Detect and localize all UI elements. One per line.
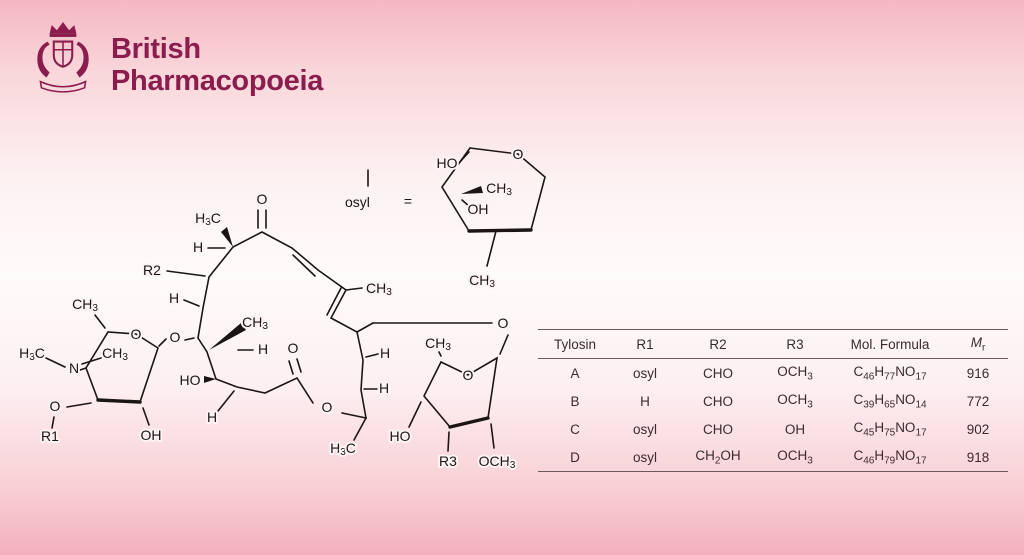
mycinose-ho-label: HO — [390, 428, 411, 444]
r1-oxygen-label: O — [50, 398, 61, 414]
cell-tylosin: B — [570, 393, 580, 409]
h-label-top: H — [193, 239, 203, 255]
brand-line2: Pharmacopoeia — [111, 65, 324, 97]
tylosin-structure-diagram: osyl = O HO CH3 OH CH3 O H3C H — [17, 144, 546, 473]
mycinose-och3-label: OCH3 — [479, 453, 516, 471]
h-label-center: H — [258, 341, 268, 357]
cell-formula: C46H77NO17 — [853, 363, 927, 383]
cell-r3: OCH3 — [777, 363, 813, 383]
osyl-ch3-label: CH3 — [486, 180, 512, 198]
cell-r3: OH — [784, 421, 806, 437]
ethyl-h3c-label: H3C — [330, 440, 356, 458]
table-row-tylosin-d: D osyl CH2OH OCH3 C46H79NO17 918 — [538, 443, 1008, 471]
osyl-ch3-bottom-label: CH3 — [469, 272, 495, 290]
osyl-label: osyl — [345, 194, 370, 210]
column-header-r3: R3 — [786, 336, 804, 352]
osyl-ho-label: HO — [437, 155, 458, 171]
cell-formula: C45H75NO17 — [853, 419, 927, 439]
brand-line1: British — [111, 33, 201, 65]
brand-wordmark: British Pharmacopoeia — [111, 33, 323, 97]
aminosugar-ch3-label: CH3 — [72, 296, 98, 314]
column-header-formula: Mol. Formula — [850, 336, 930, 352]
tylosin-variants-table: Tylosin R1 R2 R3 Mol. Formula Mr A osyl … — [538, 329, 1008, 472]
table-header-row: Tylosin R1 R2 R3 Mol. Formula Mr — [538, 330, 1008, 359]
cell-mr: 916 — [966, 365, 990, 381]
column-header-r1: R1 — [636, 336, 654, 352]
cell-r2: CHO — [703, 421, 733, 437]
osyl-ring-oxygen-label: O — [513, 146, 524, 162]
royal-coat-of-arms-logo — [37, 22, 89, 93]
ester-oxygen-label: O — [288, 340, 299, 356]
h-label-right-upper: H — [380, 345, 390, 361]
brand-header: British Pharmacopoeia — [30, 20, 323, 97]
cell-tylosin: A — [570, 365, 580, 381]
column-header-mr: Mr — [970, 334, 986, 354]
cell-tylosin: D — [570, 449, 580, 465]
cell-mr: 772 — [966, 393, 990, 409]
table-row-tylosin-a: A osyl CHO OCH3 C46H77NO17 916 — [538, 359, 1008, 387]
ketone-oxygen-label: O — [257, 191, 268, 207]
cell-r1: H — [640, 393, 650, 409]
ch3-label-center: CH3 — [242, 314, 268, 332]
equals-sign: = — [404, 193, 412, 209]
cell-mr: 902 — [966, 421, 990, 437]
lactone-oxygen-label: O — [322, 399, 333, 415]
h3c-label-top: H3C — [195, 210, 221, 228]
cell-r2: CH2OH — [695, 447, 741, 467]
aminosugar-oh-label: OH — [141, 427, 162, 443]
mycinose-ring-oxygen-label: O — [463, 367, 474, 383]
table-row-tylosin-b: B H CHO OCH3 C39H65NO14 772 — [538, 387, 1008, 415]
osyl-definition: osyl = O HO CH3 OH CH3 — [343, 144, 546, 292]
h-label-left: H — [169, 290, 179, 306]
nitrogen-label: N — [69, 360, 79, 376]
mycinose-sugar: O CH3 HO R3 OCH3 — [388, 333, 518, 473]
chain-oxygen-label: O — [498, 315, 509, 331]
cell-tylosin: C — [570, 421, 580, 437]
cell-r1: osyl — [632, 449, 657, 465]
macrolide-ring: O H3C H R2 H O CH3 H HO H O O CH3 — [141, 189, 511, 460]
aminosugar-ring-oxygen-label: O — [131, 326, 142, 342]
cell-r3: OCH3 — [777, 391, 813, 411]
r1-substituent-label: R1 — [41, 428, 59, 444]
column-header-tylosin: Tylosin — [553, 336, 597, 352]
mycinose-ch3-label: CH3 — [425, 335, 451, 353]
diene-ch3-label: CH3 — [366, 280, 392, 298]
cell-r3: OCH3 — [777, 447, 813, 467]
cell-r1: osyl — [632, 421, 657, 437]
cell-mr: 918 — [966, 449, 990, 465]
osyl-oh-label: OH — [468, 201, 489, 217]
table-row-tylosin-c: C osyl CHO OH C45H75NO17 902 — [538, 415, 1008, 443]
n-ch3-label: CH3 — [102, 345, 128, 363]
h-label-bottom-left: H — [207, 409, 217, 425]
cell-formula: C39H65NO14 — [853, 391, 927, 411]
cell-r2: CHO — [703, 393, 733, 409]
h-label-right-lower: H — [379, 380, 389, 396]
cell-r2: CHO — [703, 365, 733, 381]
column-header-r2: R2 — [709, 336, 727, 352]
mycaminose-sugar: O CH3 N H3C CH3 O R1 OH — [17, 294, 163, 446]
glycosidic-oxygen-label: O — [170, 329, 181, 345]
n-h3c-label: H3C — [19, 345, 45, 363]
cell-r1: osyl — [632, 365, 657, 381]
r3-substituent-label: R3 — [439, 453, 457, 469]
r2-substituent-label: R2 — [143, 262, 161, 278]
cell-formula: C46H79NO17 — [853, 447, 927, 467]
ho-label-left: HO — [180, 372, 201, 388]
